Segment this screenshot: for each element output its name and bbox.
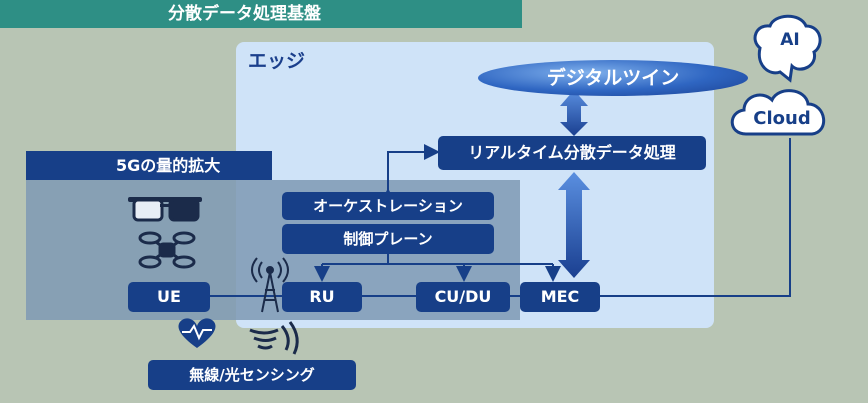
ai-label: AI [780, 30, 800, 50]
cudu-box: CU/DU [416, 282, 510, 312]
drone-icon [138, 231, 196, 269]
mec-box: MEC [520, 282, 600, 312]
heart-pulse-icon [178, 318, 216, 348]
orchestration-box: オーケストレーション [282, 192, 494, 220]
ue-box: UE [128, 282, 210, 312]
realtime-processing-box: リアルタイム分散データ処理 [438, 136, 706, 170]
mec-cloud-link [600, 138, 791, 297]
realtime-mec-arrow [558, 172, 590, 278]
page-title: 分散データ処理基盤 [168, 4, 321, 24]
sensing-waves-icon [249, 321, 299, 355]
fiveg-label: 5Gの量的拡大 [26, 151, 272, 180]
antenna-tower-icon [251, 257, 289, 313]
title-bar: 分散データ処理基盤 [0, 0, 522, 28]
twin-realtime-arrow [560, 90, 588, 136]
sensing-box: 無線/光センシング [148, 360, 356, 390]
ru-box: RU [282, 282, 362, 312]
cloud-icon [730, 89, 826, 136]
smart-glasses-icon [128, 197, 202, 222]
cloud-label: Cloud [753, 108, 811, 129]
edge-label: エッジ [248, 50, 306, 72]
control-plane-box: 制御プレーン [282, 224, 494, 254]
orchestration-realtime-link [380, 144, 440, 204]
digital-twin: デジタルツイン [478, 60, 748, 96]
ai-brain-icon [753, 14, 822, 83]
